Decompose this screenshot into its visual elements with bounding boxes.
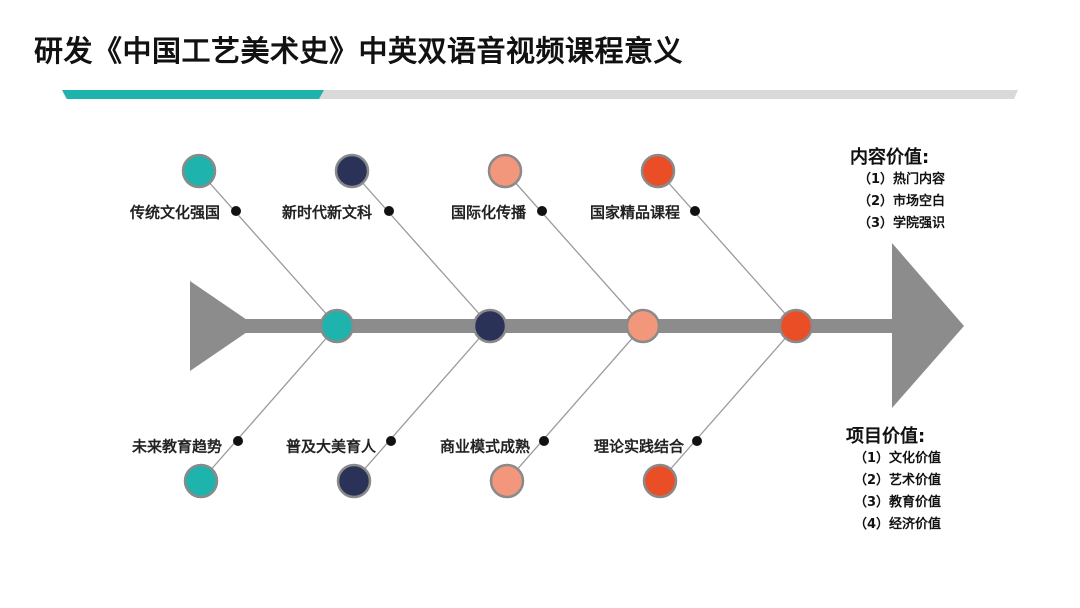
project-value-item: （3）教育价值 — [854, 495, 942, 510]
node-spine-4 — [778, 308, 814, 344]
fishbone-head-arrow — [892, 243, 964, 408]
rib-line-top-4 — [657, 170, 797, 327]
rib-line-bottom-3 — [506, 325, 644, 482]
bullet-dot-bottom-2 — [386, 436, 396, 446]
bullet-dot-top-3 — [537, 206, 547, 216]
node-spine-1 — [319, 308, 355, 344]
node-top-1 — [181, 153, 217, 189]
node-top-2 — [334, 153, 370, 189]
content-value-item: （3）学院强识 — [858, 216, 946, 231]
fishbone-spine — [244, 319, 904, 333]
node-top-4 — [640, 153, 676, 189]
page-title: 研发《中国工艺美术史》中英双语音视频课程意义 — [34, 34, 684, 68]
project-value-item: （2）艺术价值 — [854, 473, 942, 488]
bullet-dot-top-4 — [690, 206, 700, 216]
rib-line-bottom-1 — [200, 325, 338, 482]
project-value-item: （1）文化价值 — [854, 451, 942, 466]
node-bottom-4 — [642, 463, 678, 499]
top-label-3: 国际化传播 — [450, 203, 526, 222]
project-value-heading: 项目价值: — [846, 426, 926, 447]
bullet-dot-bottom-4 — [692, 436, 702, 446]
node-spine-3 — [625, 308, 661, 344]
rib-line-top-2 — [351, 170, 491, 327]
bullet-dot-bottom-1 — [233, 436, 243, 446]
content-value-heading: 内容价值: — [850, 147, 930, 168]
header-accent-bar — [62, 90, 324, 99]
content-value-item: （2）市场空白 — [858, 194, 946, 209]
top-label-1: 传统文化强国 — [129, 203, 220, 222]
rib-line-top-3 — [504, 170, 644, 327]
content-value-panel: 内容价值: （1）热门内容 （2）市场空白 （3）学院强识 — [850, 143, 945, 235]
bottom-label-1: 未来教育趋势 — [131, 437, 222, 456]
node-bottom-2 — [336, 463, 372, 499]
rib-line-top-1 — [198, 170, 338, 327]
rib-line-bottom-4 — [659, 325, 797, 482]
project-value-item: （4）经济价值 — [854, 517, 942, 532]
bottom-label-3: 商业模式成熟 — [439, 437, 530, 456]
fishbone-tail — [190, 281, 256, 371]
top-label-4: 国家精品课程 — [589, 203, 680, 222]
bottom-label-2: 普及大美育人 — [285, 437, 376, 456]
rib-line-bottom-2 — [353, 325, 491, 482]
node-top-3 — [487, 153, 523, 189]
top-label-2: 新时代新文科 — [281, 203, 372, 222]
project-value-panel: 项目价值: （1）文化价值 （2）艺术价值 （3）教育价值 （4）经济价值 — [846, 422, 941, 536]
content-value-item: （1）热门内容 — [858, 172, 946, 187]
header-divider — [62, 90, 1018, 99]
bullet-dot-bottom-3 — [539, 436, 549, 446]
bullet-dot-top-1 — [231, 206, 241, 216]
bullet-dot-top-2 — [384, 206, 394, 216]
node-bottom-1 — [183, 463, 219, 499]
node-bottom-3 — [489, 463, 525, 499]
node-spine-2 — [472, 308, 508, 344]
bottom-label-4: 理论实践结合 — [593, 437, 684, 456]
